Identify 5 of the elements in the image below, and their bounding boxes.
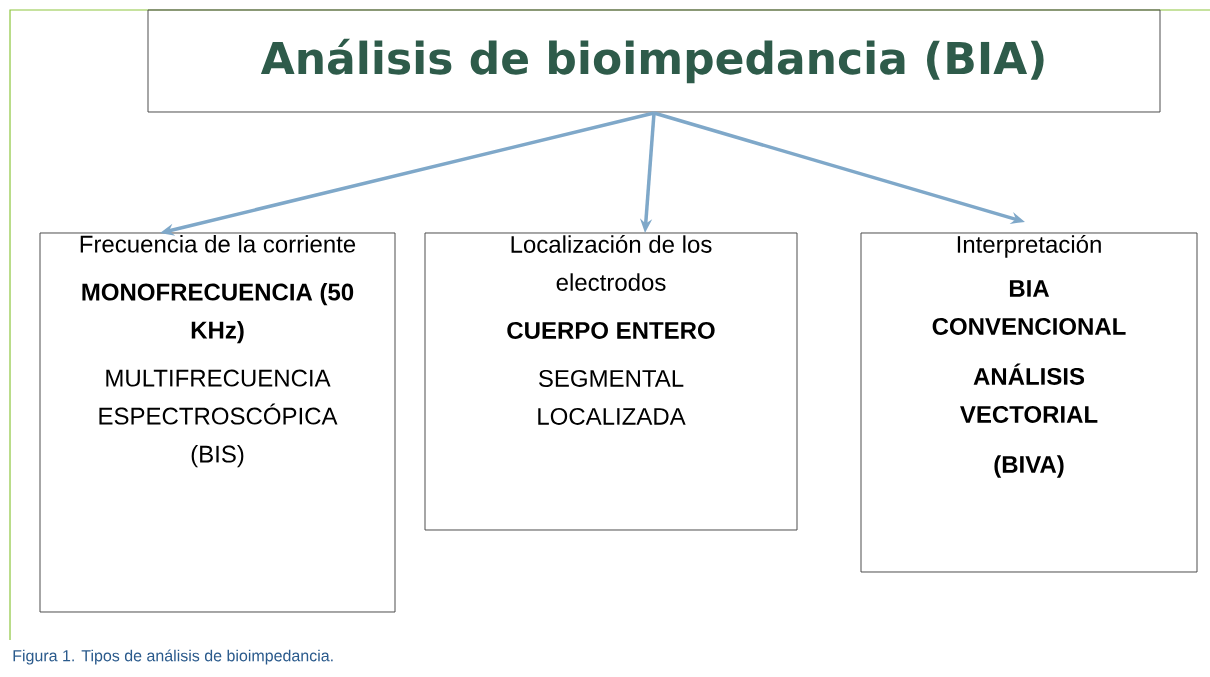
figure-caption: Figura 1. Tipos de análisis de bioimpedancia. [13, 649, 333, 665]
category-box: Interpretación BIA CONVENCIONAL ANÁLISIS VECTORIAL (BIVA) [860, 232, 1198, 573]
category-box: Localización de los electrodos CUERPO ENTERO SEGMENTAL LOCALIZADA [424, 232, 798, 531]
title-box: Análisis de bioimpedancia (BIA) [147, 9, 1161, 113]
category-box: Frecuencia de la corriente MONOFRECUENCIA (50 KHz) MULTIFRECUENCIA ESPECTROSCÓPICA (BIS) [39, 232, 396, 613]
